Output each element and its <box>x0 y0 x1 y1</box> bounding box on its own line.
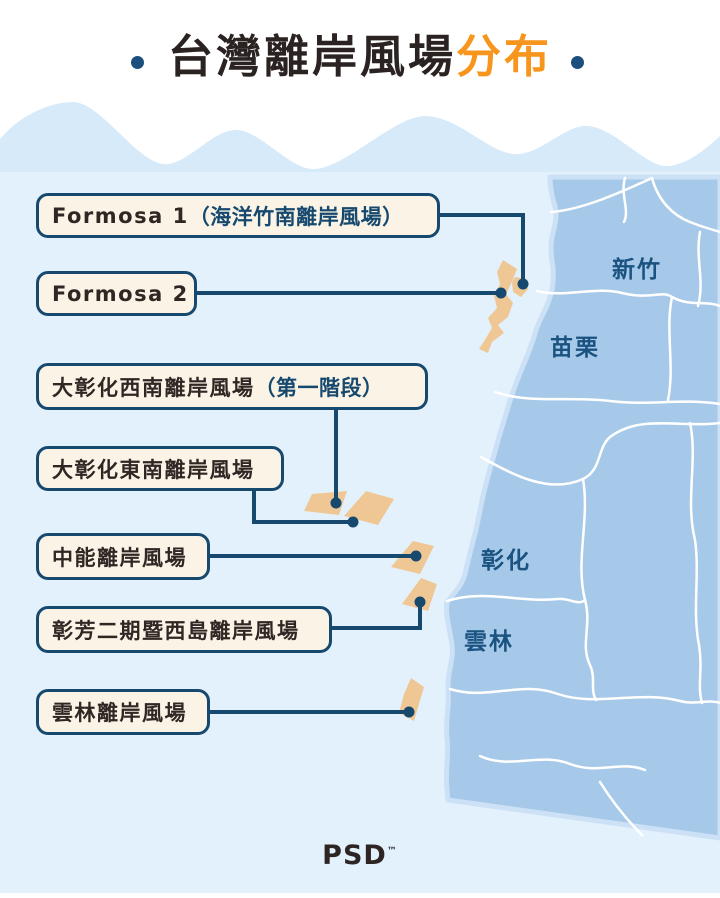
windfarm-area-formosa-1 <box>512 277 528 297</box>
callout-changfang-xidao: 彰芳二期暨西島離岸風場 <box>36 606 332 653</box>
callout-greater-changhua-sw: 大彰化西南離岸風場（第一階段） <box>36 363 428 410</box>
region-label-changhua: 彰化 <box>481 547 531 574</box>
callout-formosa-2: Formosa 2 <box>36 271 197 316</box>
connector-formosa-1 <box>437 213 525 284</box>
callout-greater-changhua-se: 大彰化東南離岸風場 <box>36 446 284 491</box>
callout-label: 大彰化西南離岸風場 <box>52 375 255 400</box>
region-label-yunlin: 雲林 <box>464 628 514 655</box>
windfarm-areas <box>304 260 528 721</box>
header <box>0 0 720 100</box>
windfarm-area-zhongneng <box>391 541 434 574</box>
title-accent: 分布 <box>456 30 553 83</box>
callout-zhongneng: 中能離岸風場 <box>36 533 210 580</box>
callout-label: Formosa 2 <box>52 281 189 306</box>
callout-sublabel: （第一階段） <box>254 375 384 400</box>
callout-label: 大彰化東南離岸風場 <box>52 457 255 482</box>
windfarm-area-formosa-strip <box>479 260 517 353</box>
windfarm-area-changhua-sw <box>304 491 347 515</box>
callout-label: 彰芳二期暨西島離岸風場 <box>52 618 300 643</box>
callout-formosa-1: Formosa 1（海洋竹南離岸風場） <box>36 193 440 238</box>
callout-yunlin: 雲林離岸風場 <box>36 689 210 735</box>
connector-changhua-se <box>252 488 353 524</box>
connector-changfang <box>329 602 422 630</box>
callout-label: 中能離岸風場 <box>52 545 187 570</box>
bottom-edge <box>0 893 720 898</box>
windfarm-area-changfang <box>402 578 437 611</box>
county-borders <box>445 176 720 837</box>
callout-label: 雲林離岸風場 <box>52 701 187 725</box>
title-dot-right-icon <box>571 56 584 69</box>
callout-label: Formosa 1 <box>52 203 189 228</box>
psd-logo-text: PSD <box>322 840 387 871</box>
psd-logo: PSD™ <box>0 842 720 869</box>
page-title: 台灣離岸風場分布 <box>0 34 720 79</box>
windfarm-area-yunlin <box>399 678 424 721</box>
region-label-miaoli: 苗栗 <box>550 335 600 361</box>
region-label-hsinchu: 新竹 <box>612 256 662 283</box>
title-main: 台灣離岸風場 <box>167 30 456 83</box>
taiwan-land <box>443 174 720 841</box>
title-dot-left-icon <box>131 56 144 69</box>
callout-sublabel: （海洋竹南離岸風場） <box>188 204 404 229</box>
windfarm-area-changhua-se <box>344 491 394 525</box>
wave-divider <box>0 100 720 172</box>
connector-dots <box>330 278 529 718</box>
trademark-symbol: ™ <box>386 846 398 857</box>
